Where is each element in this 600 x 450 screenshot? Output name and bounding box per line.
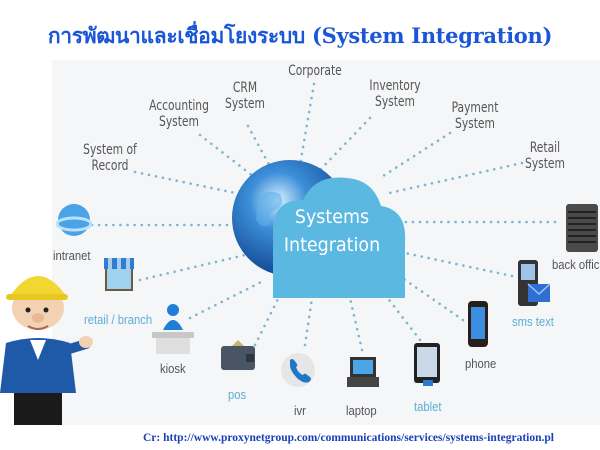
center-label: Systems Integration xyxy=(283,206,381,256)
smartphone-icon xyxy=(468,301,488,347)
sms-text-label: sms text xyxy=(512,315,554,329)
tablet-icon xyxy=(414,343,440,386)
sms-icon xyxy=(518,260,551,306)
engineer-mascot-icon xyxy=(0,276,93,425)
back-office-label: back offic xyxy=(552,258,600,272)
corporate-label: Corporate xyxy=(288,63,342,79)
intranet-globe-icon xyxy=(56,204,92,236)
credit-link[interactable]: Cr: http://www.proxynetgroup.com/communi… xyxy=(143,432,554,444)
cloud-shape xyxy=(273,177,406,298)
phone-handset-icon xyxy=(281,353,315,387)
kiosk-label: kiosk xyxy=(160,362,186,376)
wallet-icon xyxy=(221,340,255,370)
phone-label: phone xyxy=(465,357,497,371)
kiosk-icon xyxy=(152,304,194,354)
intranet-label: intranet xyxy=(53,249,91,263)
tablet-label: tablet xyxy=(414,400,442,414)
pos-label: pos xyxy=(228,388,247,402)
page-title: การพัฒนาและเชื่อมโยงระบบ (System Integra… xyxy=(47,23,553,48)
ivr-label: ivr xyxy=(294,404,306,418)
storefront-icon xyxy=(104,258,134,291)
retail-branch-label: retail / branch xyxy=(84,313,153,327)
laptop-icon xyxy=(347,357,379,387)
laptop-label: laptop xyxy=(346,404,377,418)
server-icon xyxy=(566,204,598,252)
